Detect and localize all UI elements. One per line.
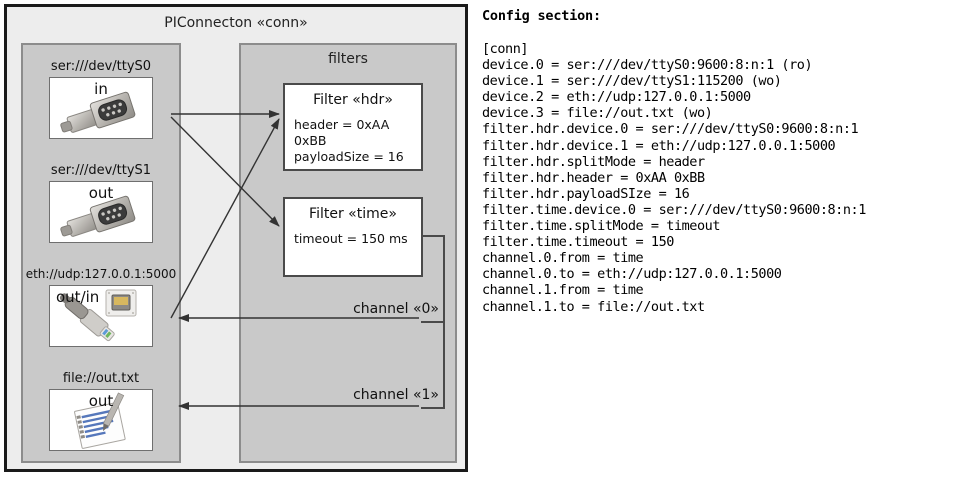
filter-attr: header = 0xAA 0xBB <box>294 117 390 148</box>
device-card-eth[interactable]: out/in <box>49 285 153 347</box>
device-label-eth: eth://udp:127.0.0.1:5000 <box>25 267 177 281</box>
device-card-file[interactable]: out <box>49 389 153 451</box>
filter-attr: timeout = 150 ms <box>294 231 408 246</box>
channel-label-1: channel «1» <box>353 387 439 403</box>
config-section: Config section: [conn] device.0 = ser://… <box>482 8 960 315</box>
serial-port-icon <box>60 195 136 237</box>
diagram-title: PIConnecton «conn» <box>164 15 308 31</box>
device-card-ttys0[interactable]: in <box>49 77 153 139</box>
device-label-file: file://out.txt <box>62 371 140 386</box>
device-direction-file: out <box>88 392 114 410</box>
filters-panel-title: filters <box>328 51 368 67</box>
config-heading: Config section: <box>482 8 601 24</box>
device-label-ttys1: ser:///dev/ttyS1 <box>50 163 152 178</box>
devices-panel: ser:///dev/ttyS0 in <box>21 43 181 463</box>
serial-port-icon <box>60 91 136 133</box>
device-direction-ttys1: out <box>88 184 114 202</box>
filter-attr: payloadSize = 16 <box>294 149 404 164</box>
text-file-icon <box>74 392 126 449</box>
filter-card-hdr[interactable]: Filter «hdr» header = 0xAA 0xBB payloadS… <box>283 83 423 171</box>
device-direction-eth: out/in <box>56 288 100 306</box>
device-card-ttys1[interactable]: out <box>49 181 153 243</box>
channel-box-1[interactable] <box>421 323 445 409</box>
device-direction-ttys0: in <box>94 80 108 98</box>
filter-card-time[interactable]: Filter «time» timeout = 150 ms <box>283 197 423 277</box>
channel-box-0[interactable] <box>421 235 445 323</box>
filter-attrs-time: timeout = 150 ms <box>294 231 408 247</box>
filters-panel: filters Filter «hdr» header = 0xAA 0xBB … <box>239 43 457 463</box>
config-text: [conn] device.0 = ser:///dev/ttyS0:9600:… <box>482 41 866 315</box>
device-label-ttys0: ser:///dev/ttyS0 <box>50 59 152 74</box>
filter-attrs-hdr: header = 0xAA 0xBB payloadSize = 16 <box>294 117 421 165</box>
ethernet-plug-icon <box>59 289 137 342</box>
filter-title-time: Filter «time» <box>309 206 397 222</box>
filter-title-hdr: Filter «hdr» <box>313 92 393 108</box>
channel-label-0: channel «0» <box>353 301 439 317</box>
connection-diagram: PIConnecton «conn» ser:///dev/ttyS0 in <box>4 4 468 472</box>
